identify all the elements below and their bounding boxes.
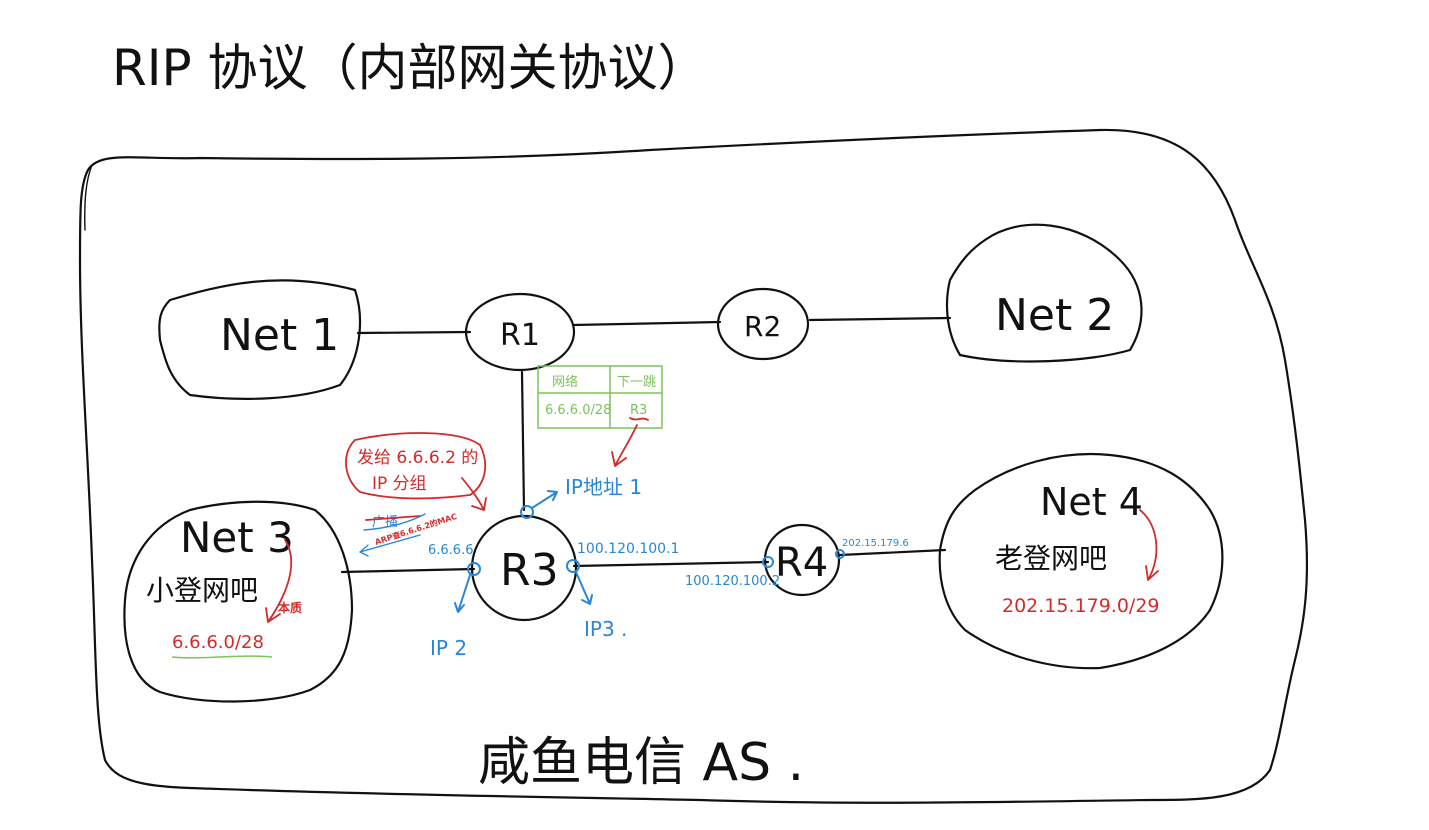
routing-table-cell-nexthop: R3 — [630, 403, 647, 418]
link-r4-net4 — [838, 548, 947, 557]
r3-top-interface — [520, 505, 534, 519]
r3-left-interface — [467, 562, 481, 576]
net4-label: Net 4 — [1040, 480, 1143, 524]
router-r1 — [464, 292, 576, 372]
net3-address: 6.6.6.0/28 — [172, 632, 264, 653]
net2-cloud — [945, 223, 1143, 363]
arp-arrow — [359, 534, 421, 557]
net4-address: 202.15.179.0/29 — [1002, 595, 1160, 617]
link-r2-net2 — [808, 316, 952, 322]
net2-label: Net 2 — [995, 290, 1114, 341]
ip1-arrow — [531, 490, 558, 509]
net1-cloud — [158, 279, 362, 400]
r4-right-ip: 202.15.179.6 — [842, 538, 909, 549]
packet-callout-line2: IP 分组 — [372, 474, 427, 494]
broadcast-bracket — [363, 513, 426, 531]
ip3-arrow — [575, 571, 593, 605]
routing-table: 网络 下一跳 6.6.6.0/28 R3 — [537, 365, 663, 429]
net1-label: Net 1 — [220, 310, 339, 361]
ip1-label: IP地址 1 — [565, 475, 642, 499]
link-r3-r4 — [572, 560, 770, 568]
net4-local-arrow — [1139, 509, 1159, 581]
ip2-label: IP 2 — [430, 636, 467, 660]
router-r1-label: R1 — [500, 318, 540, 353]
as-label: 咸鱼电信 AS . — [478, 733, 804, 793]
router-r3 — [470, 514, 578, 622]
net4-sublabel: 老登网吧 — [995, 542, 1107, 575]
r3-right-interface — [566, 559, 580, 573]
net3-sublabel: 小登网吧 — [146, 574, 258, 607]
r4-left-interface — [762, 556, 774, 568]
routing-table-header-nexthop: 下一跳 — [617, 375, 656, 390]
packet-callout-bubble — [345, 432, 487, 500]
link-net3-r3 — [340, 567, 476, 574]
router-r2 — [716, 287, 810, 361]
r4-right-interface — [835, 549, 845, 559]
r4-left-ip: 100.120.100.2 — [685, 574, 780, 589]
broadcast-strikethrough — [365, 515, 421, 521]
as-boundary-inner — [84, 164, 93, 231]
r3-left-ip: 6.6.6.6 — [428, 543, 473, 558]
link-r1-r3 — [520, 370, 526, 512]
as-boundary — [78, 128, 1309, 804]
net3-label: Net 3 — [180, 513, 294, 562]
router-r4 — [763, 523, 841, 597]
net4-cloud — [938, 452, 1224, 670]
router-r4-label: R4 — [775, 540, 828, 586]
net3-cloud — [123, 500, 354, 703]
ip2-arrow — [454, 574, 471, 613]
router-r3-label: R3 — [500, 545, 559, 596]
net3-local-arrow — [265, 539, 293, 623]
router-r2-label: R2 — [744, 310, 781, 343]
net3-local-annotation: 本质 — [278, 600, 302, 615]
packet-arrow — [461, 477, 487, 511]
ip3-label: IP3 . — [584, 617, 627, 641]
routing-table-header-network: 网络 — [552, 374, 578, 390]
r3-right-ip: 100.120.100.1 — [577, 541, 679, 557]
link-r1-r2 — [571, 320, 722, 327]
packet-callout-line1: 发给 6.6.6.2 的 — [357, 448, 478, 468]
routing-table-cell-network: 6.6.6.0/28 — [545, 403, 611, 418]
net3-address-underline — [171, 655, 273, 659]
page-title: RIP 协议（内部网关协议） — [112, 39, 708, 97]
nexthop-arrow — [611, 424, 638, 467]
link-net1-r1 — [356, 330, 472, 335]
